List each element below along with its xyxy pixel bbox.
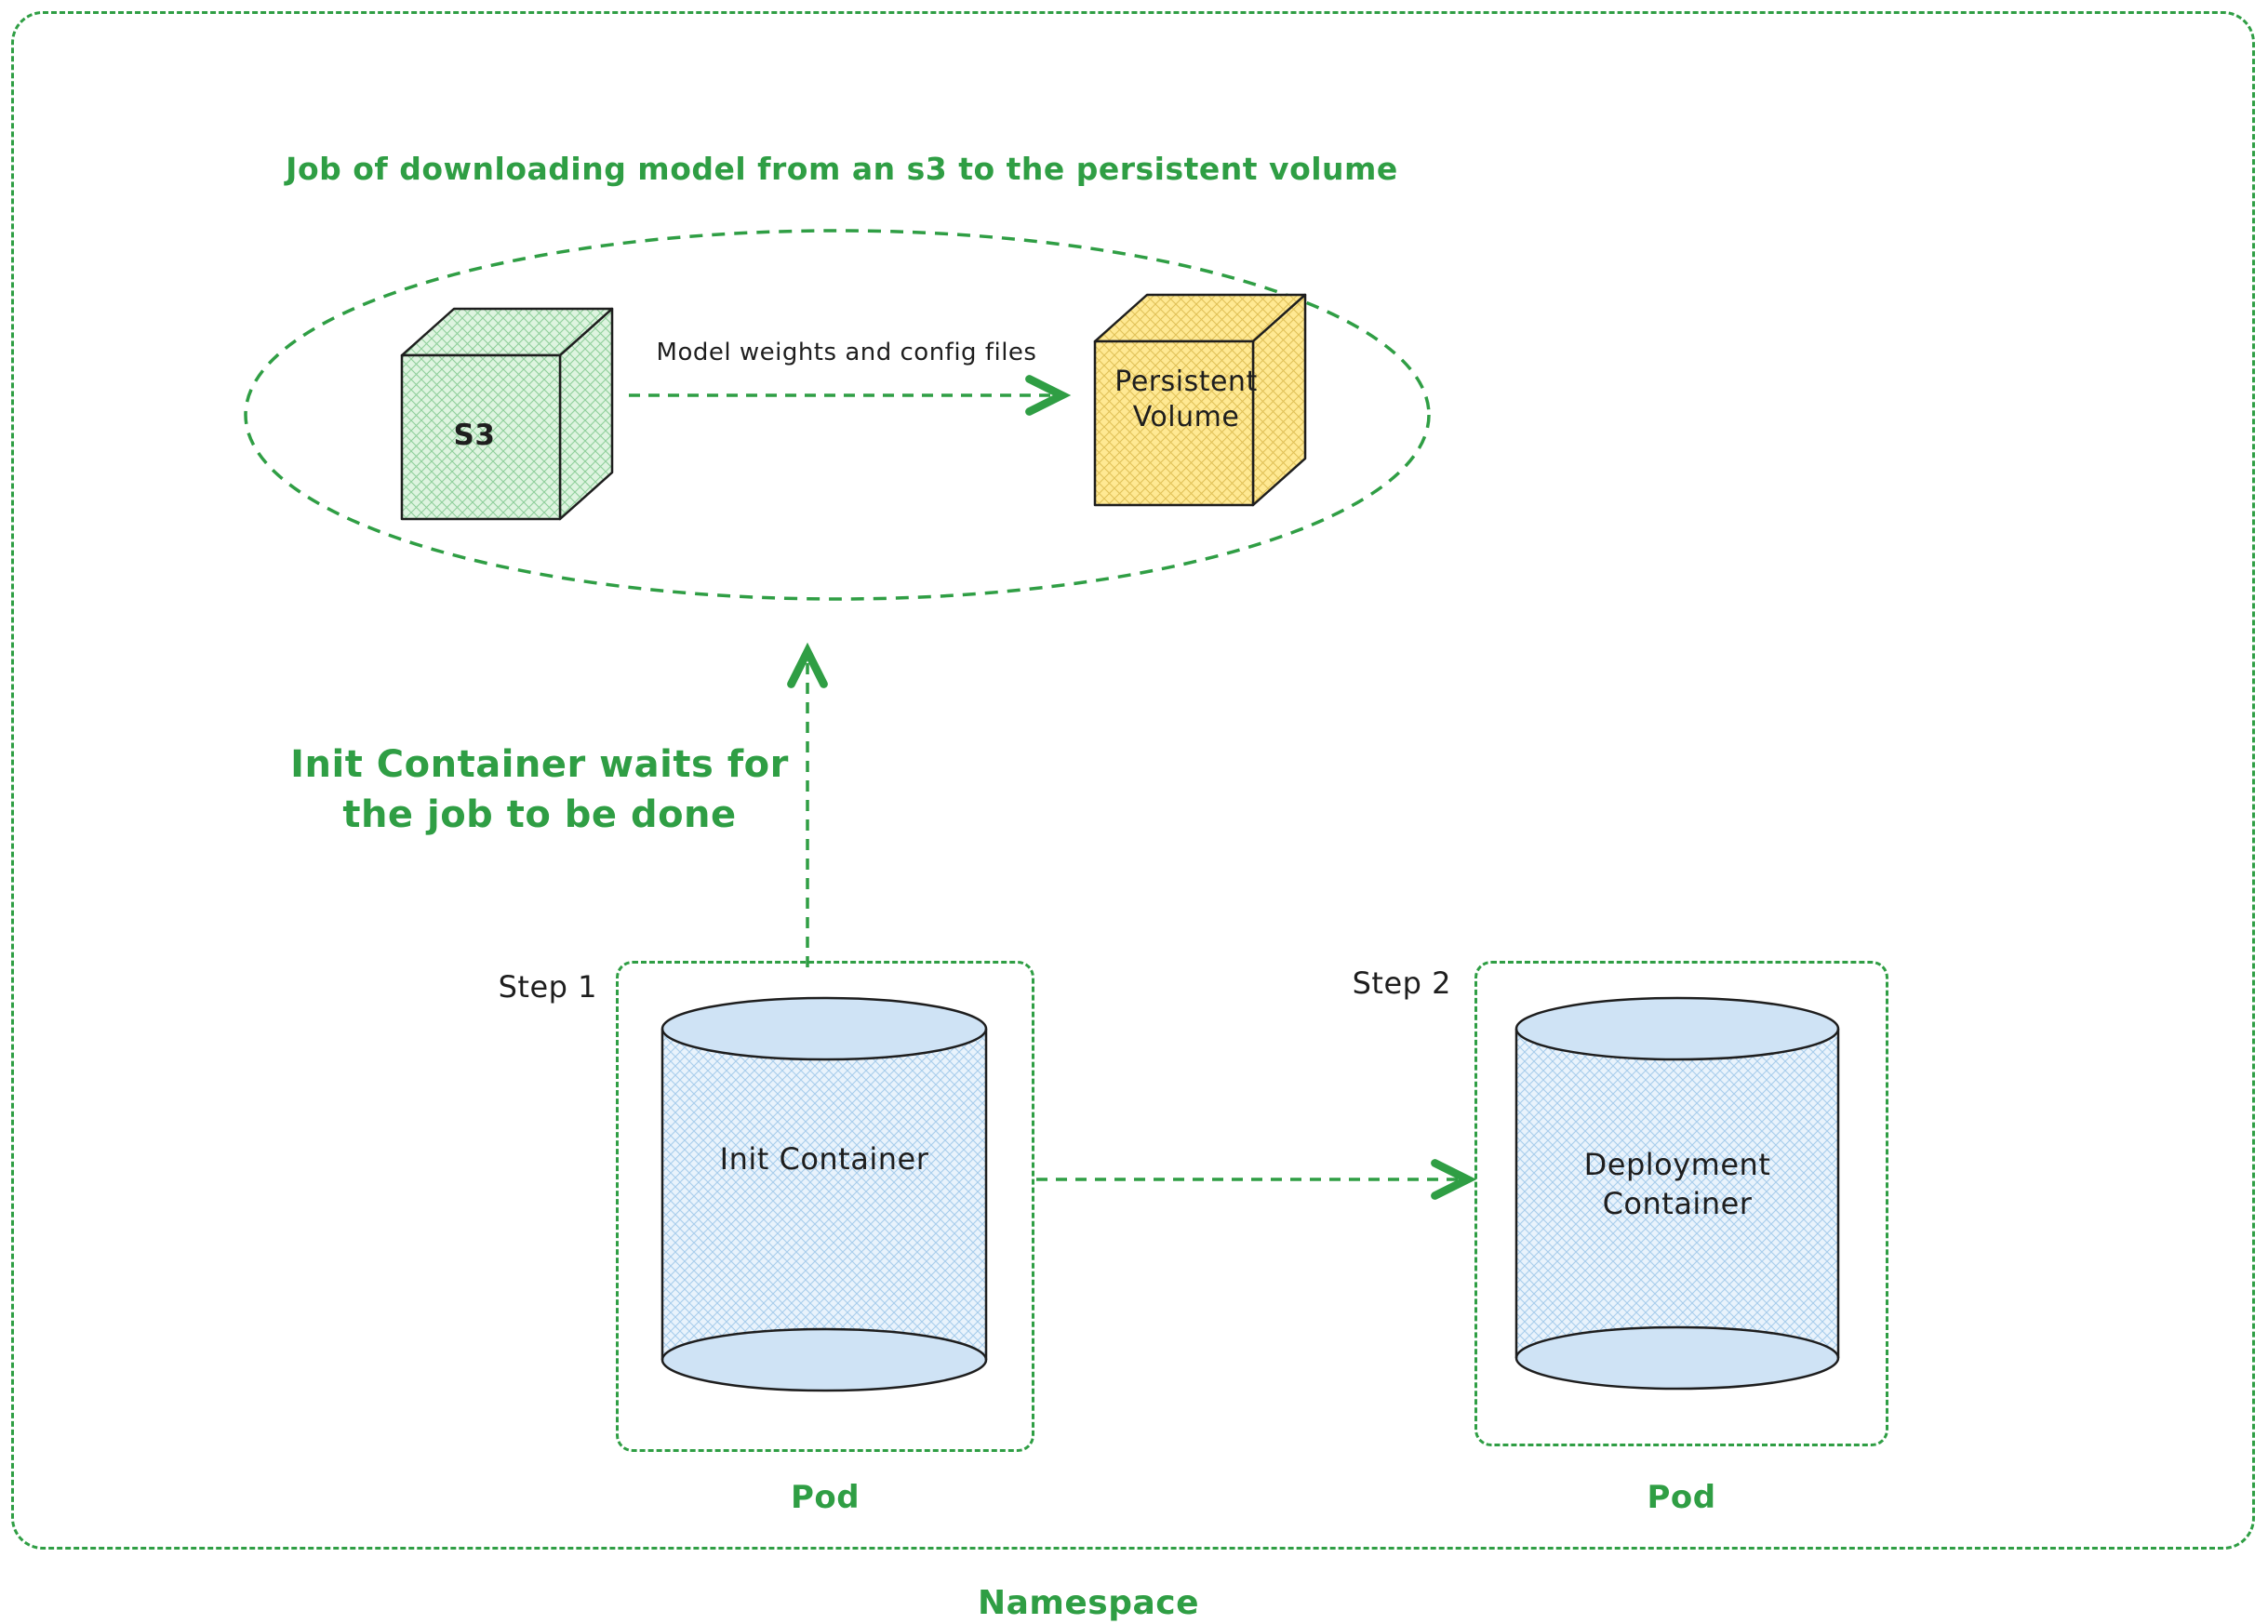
pod-to-pod-arrow	[1036, 1159, 1477, 1200]
job-title: Job of downloading model from an s3 to t…	[286, 151, 1398, 187]
namespace-boundary	[11, 11, 2255, 1550]
pod1-boundary	[616, 961, 1034, 1452]
s3-to-pv-arrow	[629, 375, 1072, 416]
wait-note: Init Container waits for the job to be d…	[290, 743, 789, 836]
pod2-label: Pod	[1647, 1479, 1716, 1516]
step2-label: Step 2	[1352, 965, 1451, 1001]
pod1-label: Pod	[790, 1479, 861, 1516]
init-container-cylinder	[660, 996, 988, 1392]
s3-to-pv-arrow-label: Model weights and config files	[656, 339, 1037, 366]
persistent-volume-label: Persistent Volume	[1114, 366, 1258, 433]
job-ellipse	[244, 229, 1431, 601]
init-container-label: Init Container	[719, 1141, 929, 1177]
persistent-volume-cube	[1093, 293, 1307, 507]
deployment-container-cylinder	[1514, 996, 1840, 1391]
wait-arrow	[787, 642, 828, 967]
s3-cube-label: S3	[453, 419, 496, 452]
pod2-boundary	[1474, 961, 1888, 1446]
deployment-container-label: Deployment Container	[1583, 1147, 1771, 1221]
step1-label: Step 1	[498, 969, 597, 1005]
namespace-label: Namespace	[977, 1584, 1200, 1622]
s3-cube	[400, 307, 614, 521]
